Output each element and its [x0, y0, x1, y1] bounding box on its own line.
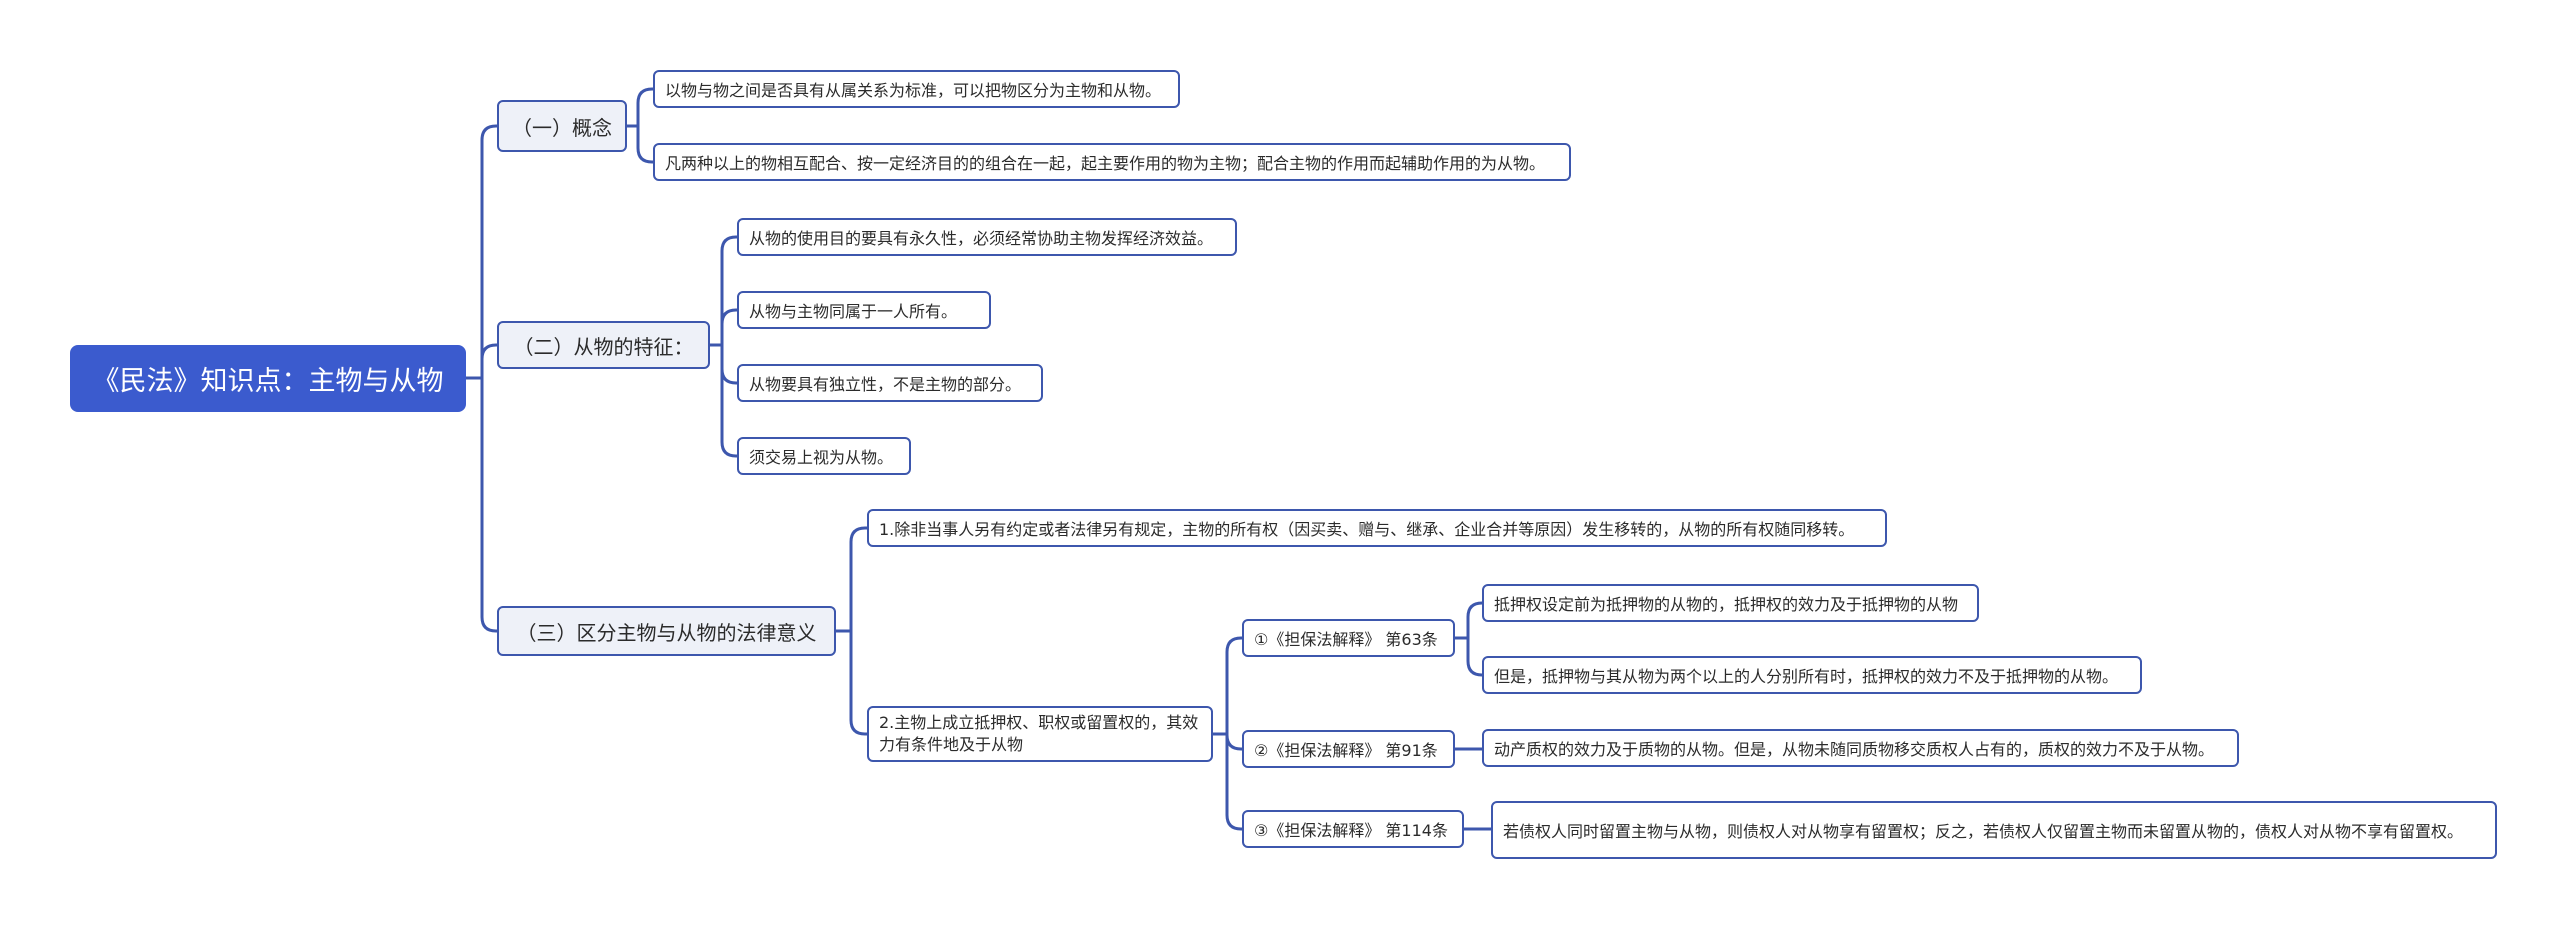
article-63-item-1[interactable]: 抵押权设定前为抵押物的从物的，抵押权的效力及于抵押物的从物	[1482, 584, 1979, 622]
connector-root	[466, 124, 497, 633]
connector-features	[710, 235, 737, 458]
concept-item-2[interactable]: 凡两种以上的物相互配合、按一定经济目的的组合在一起，起主要作用的物为主物；配合主…	[653, 143, 1571, 181]
connector-concept	[627, 87, 653, 164]
legal-item-2[interactable]: 2.主物上成立抵押权、职权或留置权的，其效力有条件地及于从物	[867, 706, 1213, 762]
root-topic[interactable]: 《民法》知识点：主物与从物	[70, 345, 466, 412]
feature-item-1[interactable]: 从物的使用目的要具有永久性，必须经常协助主物发挥经济效益。	[737, 218, 1237, 256]
branch-features[interactable]: （二）从物的特征：	[497, 321, 710, 369]
concept-item-1[interactable]: 以物与物之间是否具有从属关系为标准，可以把物区分为主物和从物。	[653, 70, 1180, 108]
legal-item-1[interactable]: 1.除非当事人另有约定或者法律另有规定，主物的所有权（因买卖、赠与、继承、企业合…	[867, 509, 1887, 547]
branch-concept[interactable]: （一）概念	[497, 100, 627, 152]
connector-legal-item-2	[1213, 636, 1242, 831]
article-114[interactable]: ③《担保法解释》 第114条	[1242, 810, 1464, 848]
feature-item-4[interactable]: 须交易上视为从物。	[737, 437, 911, 475]
connector-article-63	[1455, 601, 1483, 677]
feature-item-2[interactable]: 从物与主物同属于一人所有。	[737, 291, 991, 329]
feature-item-3[interactable]: 从物要具有独立性，不是主物的部分。	[737, 364, 1043, 402]
article-114-item-1[interactable]: 若债权人同时留置主物与从物，则债权人对从物享有留置权；反之，若债权人仅留置主物而…	[1491, 801, 2497, 859]
article-91[interactable]: ②《担保法解释》 第91条	[1242, 730, 1455, 768]
article-91-item-1[interactable]: 动产质权的效力及于质物的从物。但是，从物未随同质物移交质权人占有的，质权的效力不…	[1482, 729, 2239, 767]
article-63-item-2[interactable]: 但是，抵押物与其从物为两个以上的人分别所有时，抵押权的效力不及于抵押物的从物。	[1482, 656, 2142, 694]
article-63[interactable]: ①《担保法解释》 第63条	[1242, 619, 1455, 657]
connector-legal	[836, 526, 867, 736]
branch-legal-significance[interactable]: （三）区分主物与从物的法律意义	[497, 606, 836, 656]
